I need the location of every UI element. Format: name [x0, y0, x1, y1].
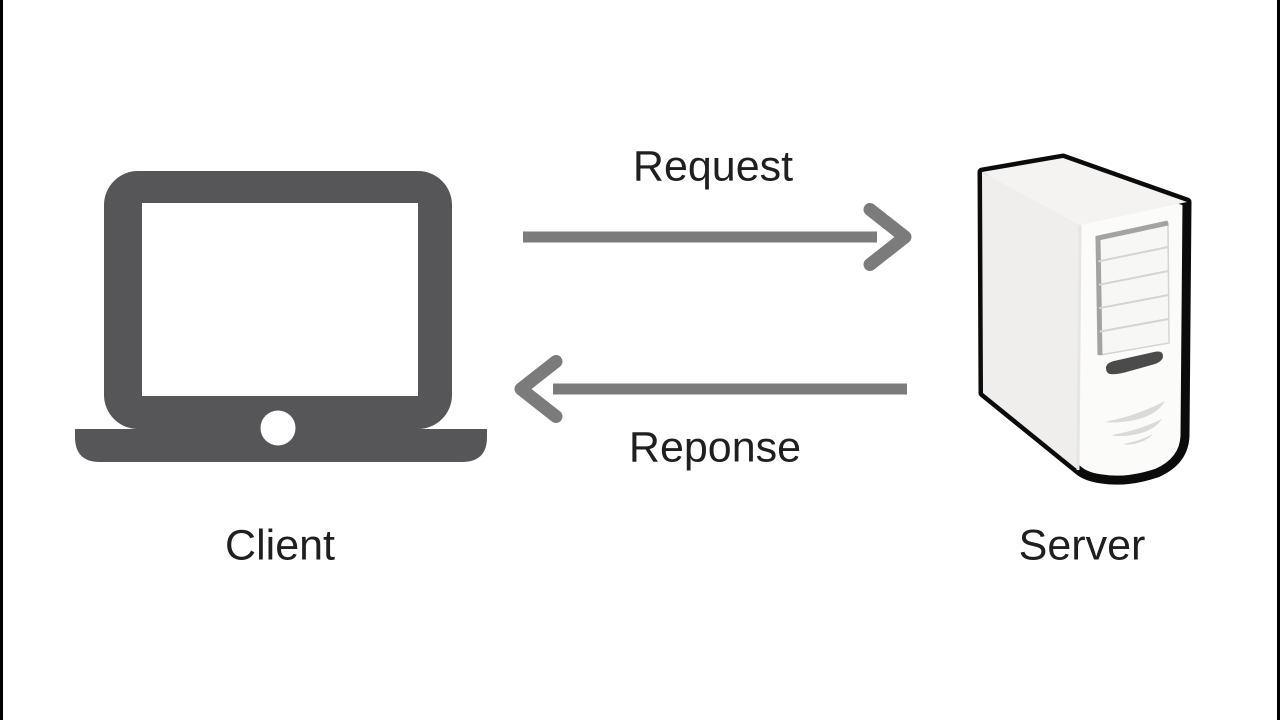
laptop-dot	[260, 410, 296, 446]
server-drive-bay-panel	[1097, 222, 1170, 356]
server-panel-shadow	[1095, 220, 1169, 356]
laptop-screen	[142, 203, 418, 396]
server-tower-icon	[977, 153, 1192, 485]
laptop-base	[75, 429, 487, 462]
response-arrow-left-icon	[514, 355, 907, 423]
request-arrow-right-icon	[523, 203, 912, 271]
server-edge-crease	[1076, 224, 1082, 471]
server-vent-swoosh-3	[1123, 434, 1153, 445]
server-node-label: Server	[1018, 521, 1146, 570]
slide-edge-right-bar	[1277, 0, 1280, 720]
server-vent-swoosh-1	[1105, 401, 1165, 423]
server-bay-lines	[1098, 246, 1169, 333]
server-side-face	[982, 172, 1080, 470]
client-node-label: Client	[225, 521, 335, 570]
server-vent-swoosh-2	[1112, 419, 1162, 437]
server-disc-slot	[1106, 351, 1163, 375]
slide-edge-left-bar	[0, 0, 3, 720]
server-top-face	[982, 158, 1187, 225]
request-edge-label: Request	[632, 142, 794, 191]
response-edge-label: Reponse	[628, 423, 802, 472]
laptop-icon	[75, 171, 487, 462]
